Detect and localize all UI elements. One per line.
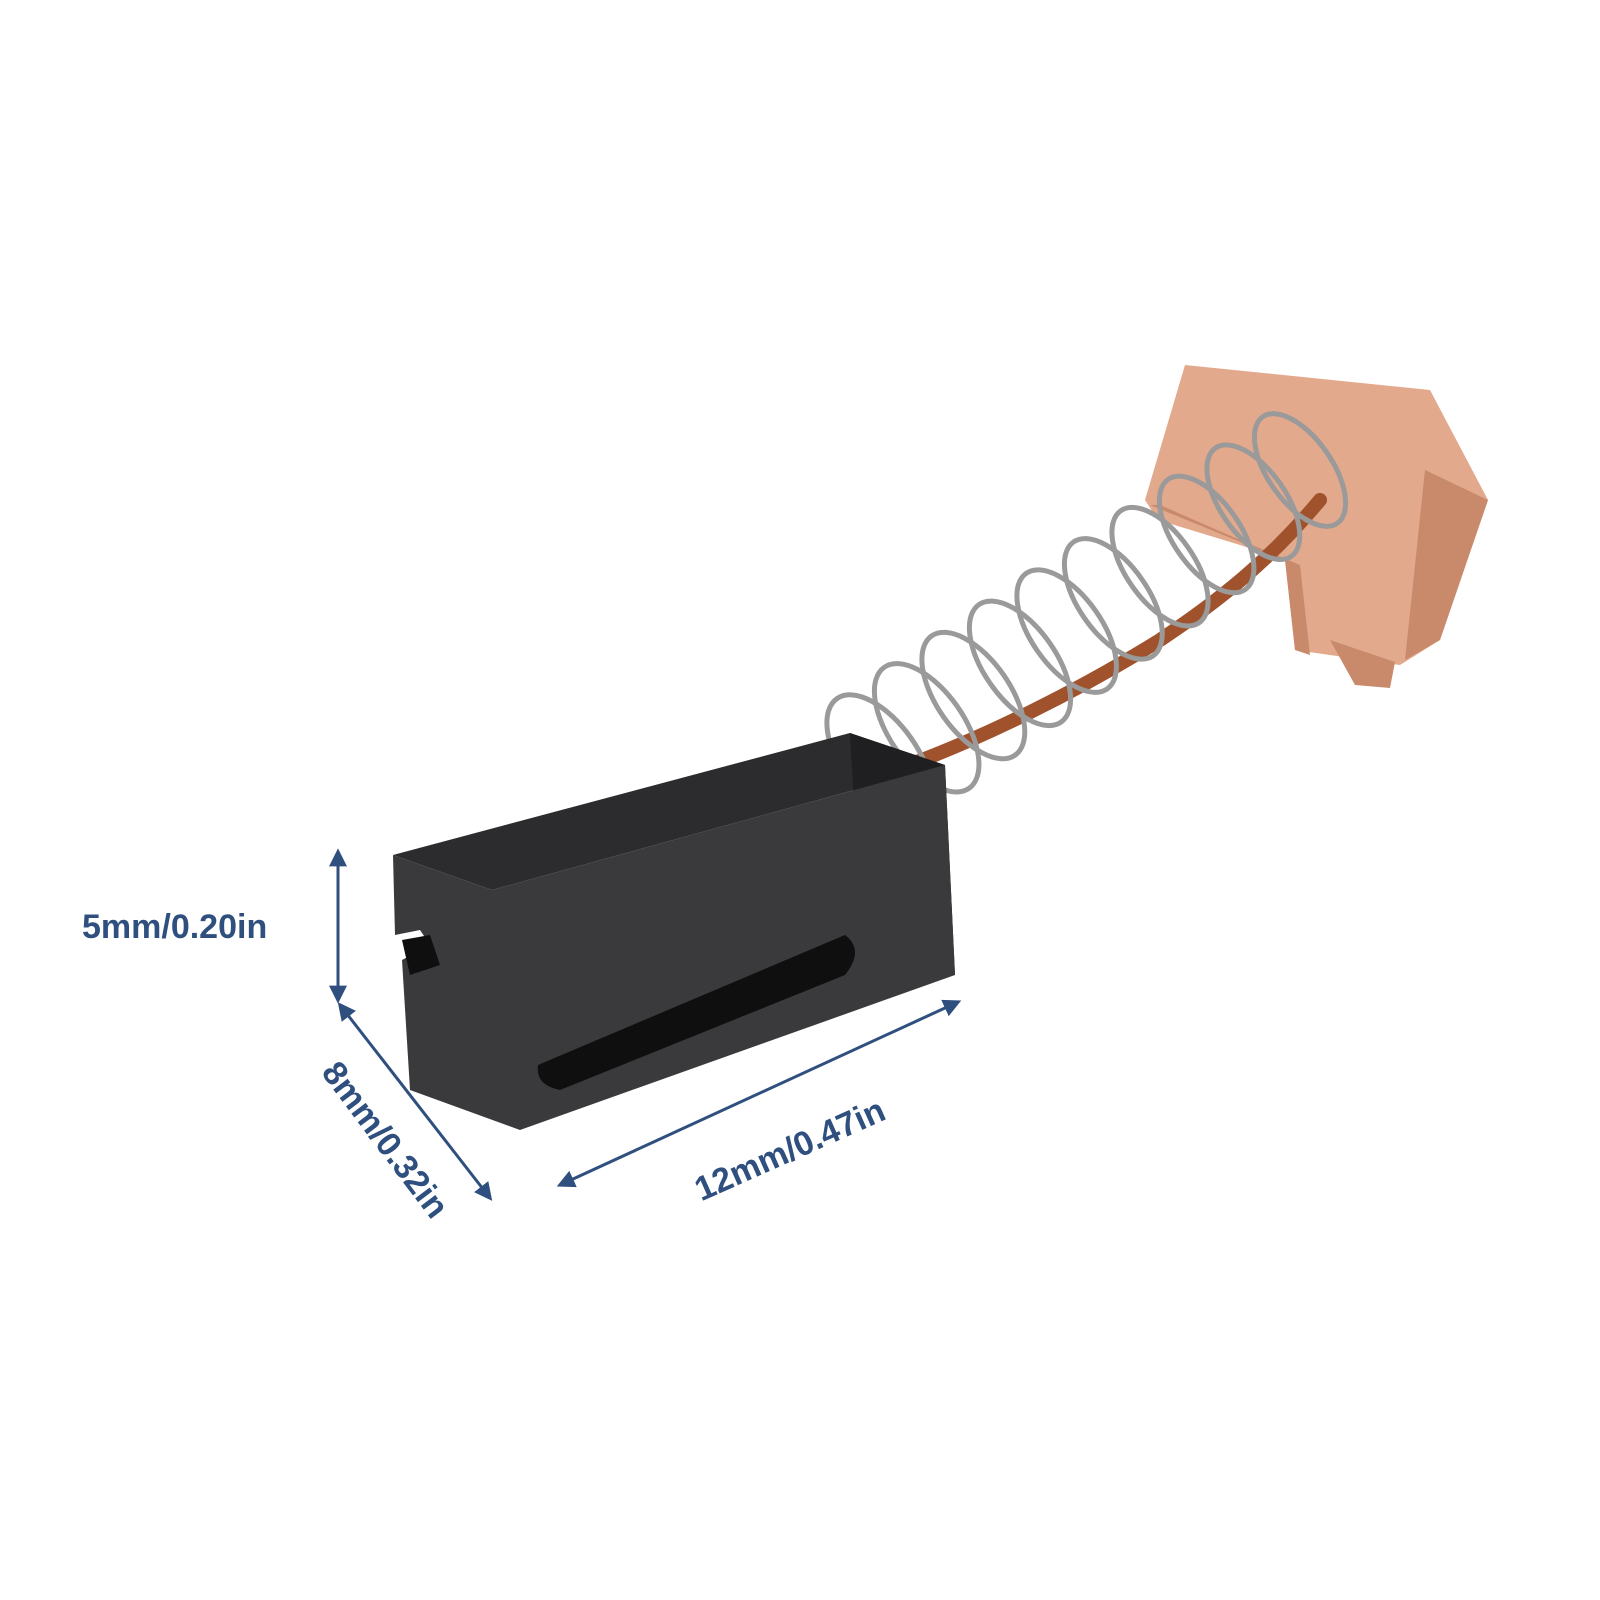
spring-coil: [1204, 442, 1303, 563]
spring-coil: [1061, 536, 1165, 662]
spring-coil: [919, 629, 1028, 762]
carbon-brush-block: [393, 733, 955, 1130]
height-dimension-label: 5mm/0.20in: [82, 908, 268, 946]
length-arrow: [556, 999, 962, 1188]
spring-coil: [966, 598, 1074, 729]
depth-arrow: [337, 1002, 493, 1201]
spring-coil: [1014, 567, 1119, 695]
spring-coil: [1109, 504, 1211, 629]
copper-terminal: [1145, 365, 1488, 688]
spring-coil: [1156, 473, 1257, 596]
spring-coil: [1251, 411, 1349, 529]
